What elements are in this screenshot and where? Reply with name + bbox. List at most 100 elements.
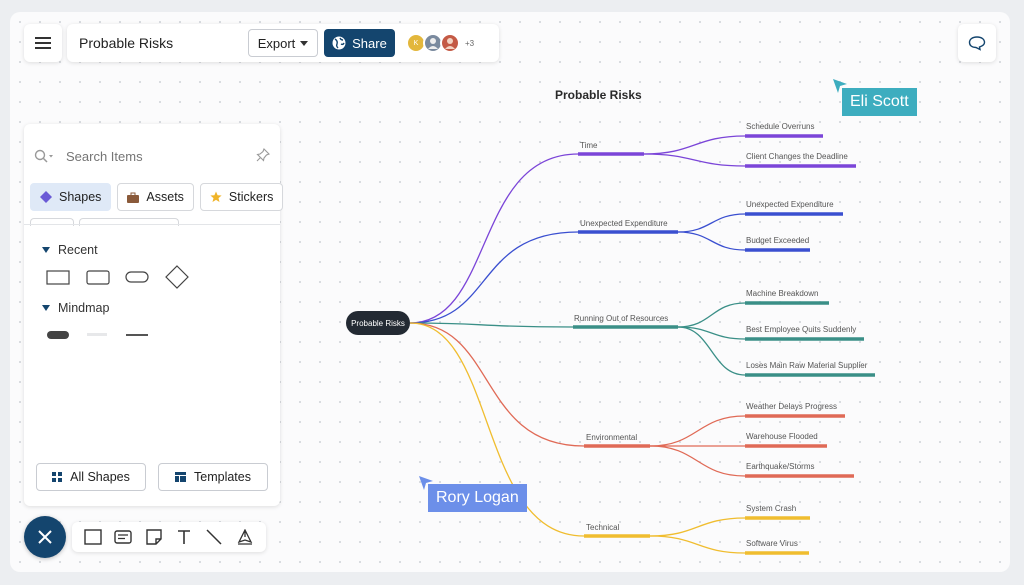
- rounded-rectangle-shape[interactable]: [86, 270, 110, 286]
- avatar: [440, 33, 460, 53]
- cursor-arrow-icon: [833, 79, 847, 93]
- share-button[interactable]: Share: [324, 29, 395, 57]
- pill-shape[interactable]: [125, 271, 149, 285]
- comments-button[interactable]: [958, 24, 996, 62]
- mindmap-topic-shape[interactable]: [86, 330, 110, 340]
- section-mindmap-label: Mindmap: [58, 301, 110, 315]
- section-recent[interactable]: Recent: [42, 243, 98, 257]
- rectangle-tool[interactable]: [82, 526, 104, 548]
- document-title[interactable]: Probable Risks: [79, 35, 174, 51]
- collaborator-cursor-rory-logan: Rory Logan: [428, 484, 527, 512]
- tab-stickers-label: Stickers: [228, 190, 274, 204]
- tab-assets[interactable]: Assets: [117, 183, 194, 211]
- close-toolbar-button[interactable]: [24, 516, 66, 558]
- child-topic-label[interactable]: Client Changes the Deadline: [746, 152, 848, 161]
- child-connector: [677, 231, 746, 251]
- hamburger-icon: [35, 37, 51, 49]
- child-topic-label[interactable]: System Crash: [746, 504, 797, 513]
- share-label: Share: [352, 35, 387, 51]
- tab-stickers[interactable]: Stickers: [199, 183, 284, 211]
- child-connector: [649, 415, 746, 447]
- child-connector: [677, 213, 746, 233]
- person-icon: [445, 38, 455, 49]
- mindmap-line-shape[interactable]: [125, 330, 149, 340]
- section-recent-label: Recent: [58, 243, 98, 257]
- card-tool[interactable]: [112, 526, 134, 548]
- menu-button[interactable]: [24, 24, 62, 62]
- rectangle-icon: [84, 529, 102, 545]
- child-connector: [677, 302, 746, 328]
- mindmap-title: Probable Risks: [555, 88, 642, 102]
- all-shapes-button[interactable]: All Shapes: [36, 463, 146, 491]
- collaborator-avatars[interactable]: K +3: [406, 33, 474, 53]
- child-topic-label[interactable]: Best Employee Quits Suddenly: [746, 325, 857, 334]
- person-icon: [428, 38, 438, 49]
- line-tool[interactable]: [203, 526, 225, 548]
- branch-label[interactable]: Running Out of Resources: [574, 314, 669, 323]
- rectangle-shape[interactable]: [46, 270, 70, 286]
- child-topic-label[interactable]: Schedule Overruns: [746, 122, 815, 131]
- child-topic-label[interactable]: Warehouse Flooded: [746, 432, 818, 441]
- mindmap-root-node[interactable]: Probable Risks: [346, 311, 410, 335]
- tab-shapes[interactable]: Shapes: [30, 183, 112, 211]
- export-label: Export: [257, 35, 296, 51]
- branch-connector: [409, 322, 574, 328]
- panel-tabs: Shapes Assets Stickers: [30, 183, 284, 211]
- tab-overflow[interactable]: [79, 218, 179, 226]
- sticky-note-tool[interactable]: [143, 526, 165, 548]
- child-topic-label[interactable]: Weather Delays Progress: [746, 402, 837, 411]
- caret-down-icon: [300, 40, 309, 46]
- diamond-icon: [40, 191, 52, 203]
- child-topic-label[interactable]: Software Virus: [746, 539, 798, 548]
- search-icon: [34, 149, 53, 163]
- grid-icon: [52, 472, 63, 482]
- branch-connector: [409, 153, 579, 324]
- templates-label: Templates: [194, 470, 251, 484]
- child-connector: [649, 535, 746, 554]
- tab-overflow[interactable]: [30, 218, 74, 226]
- branch-label[interactable]: Environmental: [586, 433, 638, 442]
- branch-label[interactable]: Technical: [586, 523, 620, 532]
- text-tool[interactable]: [173, 526, 195, 548]
- pin-icon[interactable]: [256, 148, 270, 162]
- child-connector: [643, 153, 746, 167]
- tab-shapes-label: Shapes: [59, 190, 102, 204]
- sticky-note-icon: [146, 529, 162, 545]
- child-connector: [643, 135, 746, 155]
- cursor-arrow-icon: [419, 476, 433, 490]
- child-topic-label[interactable]: Budget Exceeded: [746, 236, 810, 245]
- templates-button[interactable]: Templates: [158, 463, 268, 491]
- child-connector: [677, 326, 746, 340]
- branch-label[interactable]: Unexpected Expenditure: [580, 219, 668, 228]
- pen-tool[interactable]: [234, 526, 256, 548]
- avatar-more-count: +3: [465, 38, 475, 48]
- collaborator-cursor-eli-scott: Eli Scott: [842, 88, 917, 116]
- export-button[interactable]: Export: [248, 29, 318, 57]
- star-icon: [210, 191, 222, 202]
- collapse-caret-icon: [42, 305, 50, 311]
- line-icon: [206, 529, 222, 545]
- tab-assets-label: Assets: [146, 190, 184, 204]
- child-topic-label[interactable]: Loses Main Raw Material Supplier: [746, 361, 868, 370]
- section-mindmap[interactable]: Mindmap: [42, 301, 109, 315]
- all-shapes-label: All Shapes: [70, 470, 130, 484]
- search-input[interactable]: [66, 148, 236, 164]
- collapse-caret-icon: [42, 247, 50, 253]
- child-connector: [649, 445, 746, 477]
- text-icon: [178, 530, 191, 544]
- child-topic-label[interactable]: Earthquake/Storms: [746, 462, 815, 471]
- briefcase-icon: [127, 192, 140, 203]
- child-topic-label[interactable]: Unexpected Expenditure: [746, 200, 834, 209]
- card-icon: [114, 530, 133, 544]
- child-topic-label[interactable]: Machine Breakdown: [746, 289, 819, 298]
- diamond-shape[interactable]: [165, 265, 189, 289]
- child-connector: [649, 517, 746, 537]
- canvas[interactable]: Probable Risks Probable Risks Time Schedu…: [10, 12, 1010, 572]
- close-icon: [38, 530, 52, 544]
- branch-connector: [409, 322, 585, 447]
- branch-connector: [409, 322, 585, 537]
- mindmap-root-shape[interactable]: [46, 330, 70, 340]
- branch-label[interactable]: Time: [580, 141, 598, 150]
- globe-icon: [332, 36, 346, 50]
- shapes-panel: Shapes Assets Stickers Recent Mindmap: [24, 124, 284, 506]
